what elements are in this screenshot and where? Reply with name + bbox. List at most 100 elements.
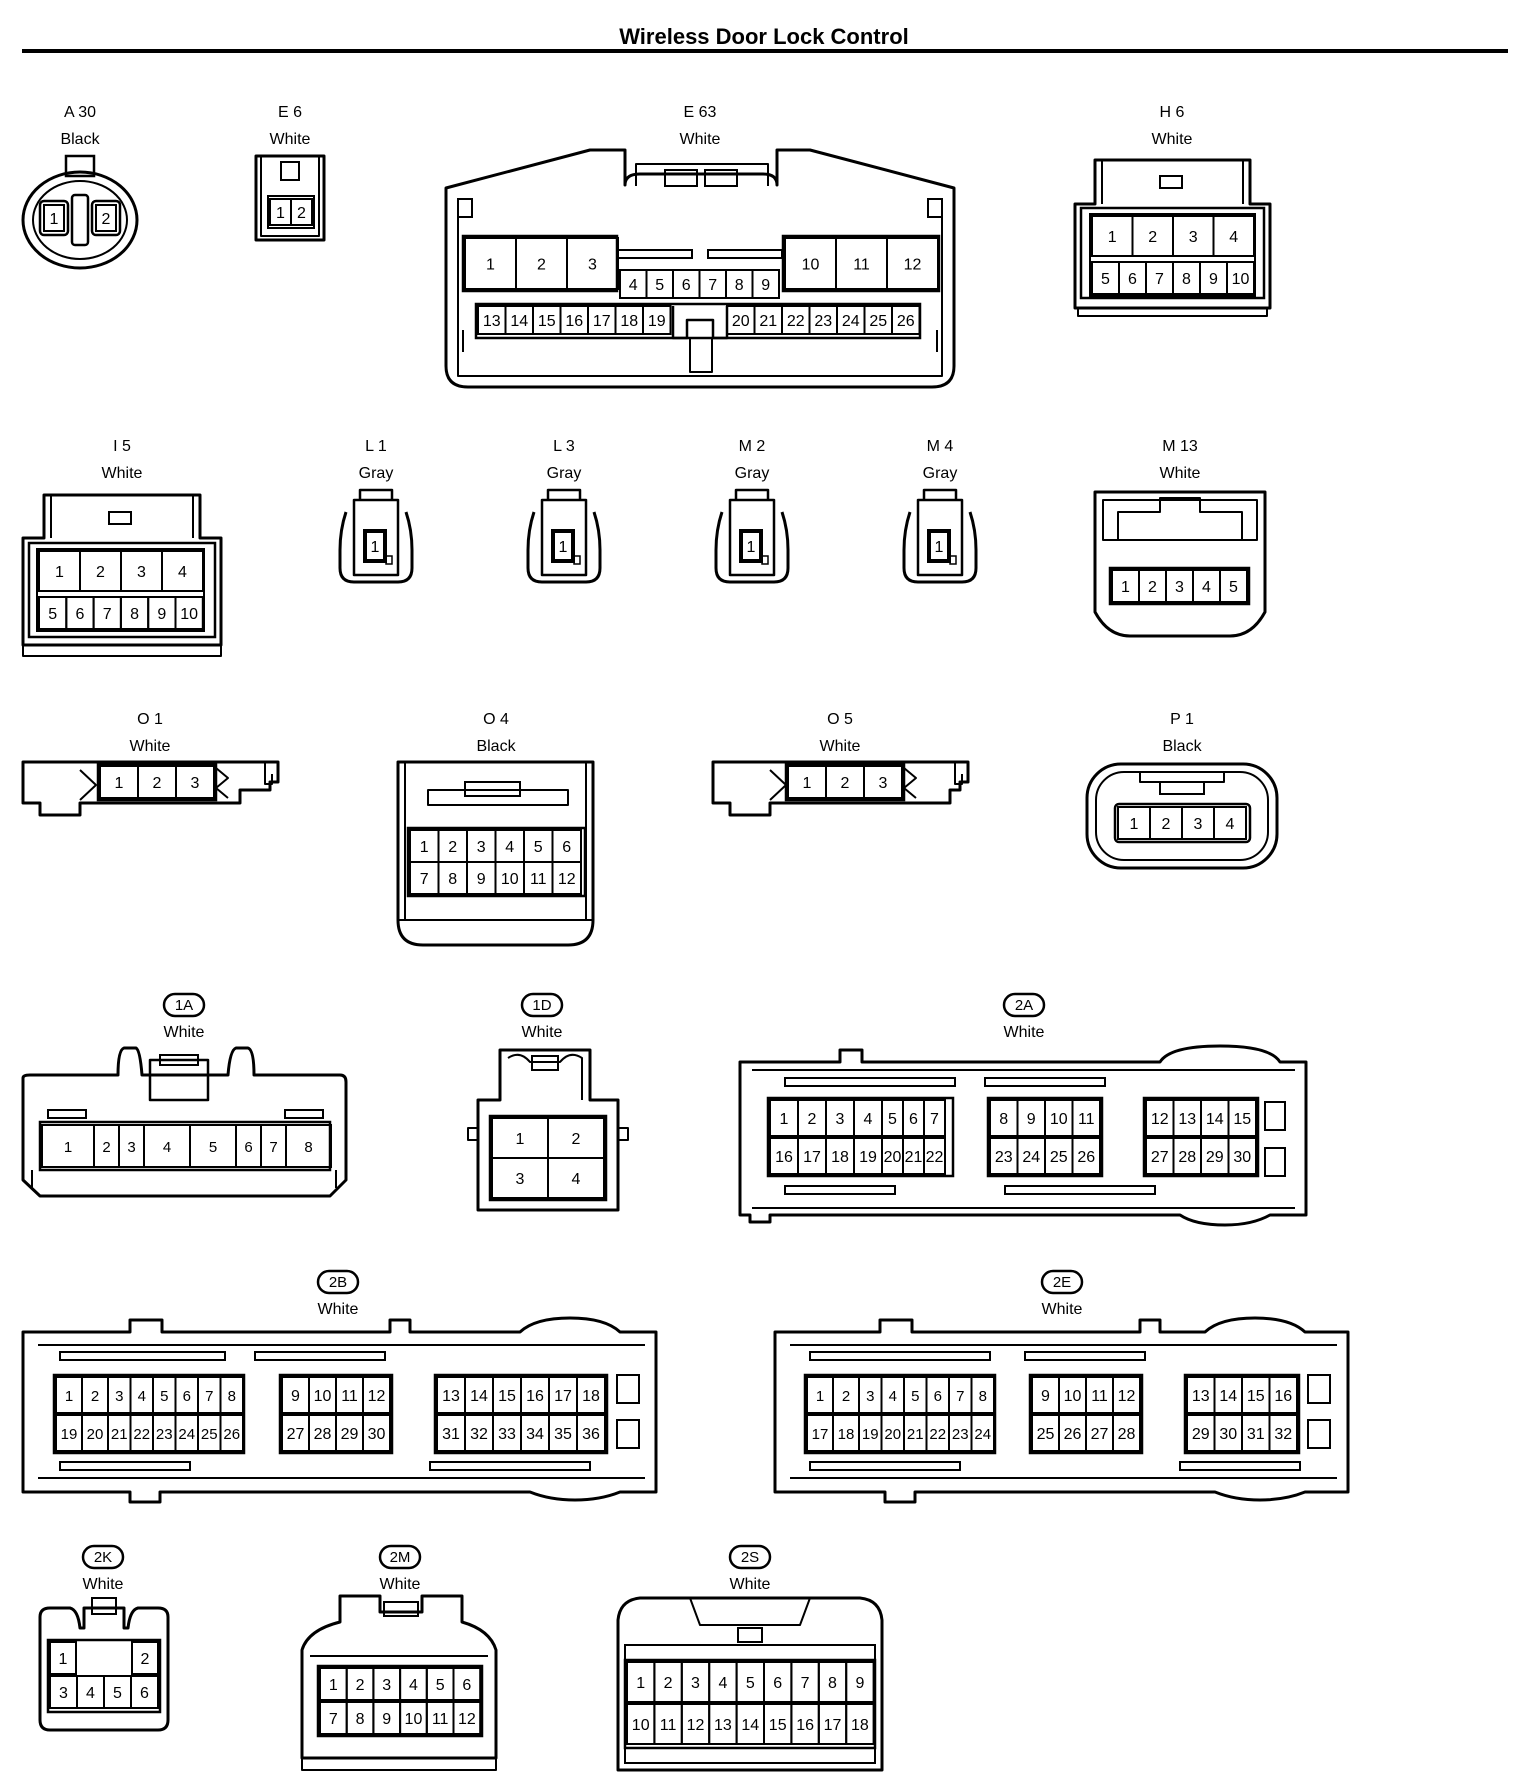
pin-cell [845,1661,875,1703]
housing-outline [1159,781,1205,795]
housing-outline [728,498,776,577]
pin-number: 2 [808,1111,817,1128]
pin-number: 13 [442,1388,460,1405]
pin-number: 21 [759,313,777,330]
pin-number: 4 [163,1139,171,1156]
pin-cell [751,269,780,299]
housing-outline [790,1344,1337,1479]
pin-number: 2 [841,775,850,792]
pin-number: 14 [470,1388,488,1405]
pin-cell [1112,1414,1141,1452]
pin-number: 7 [1155,271,1164,288]
pin-number: 25 [1037,1426,1055,1443]
connector-color: Black [60,131,100,148]
pin-number: 1 [747,539,756,556]
pin-number: 8 [130,606,139,623]
connector-color: White [680,131,721,148]
pin-cell [1268,1376,1298,1414]
pin-number: 10 [802,257,820,274]
pin-number: 3 [1194,816,1203,833]
housing-outline [406,826,587,898]
connector-color: White [820,738,861,755]
pin-number: 6 [934,1388,942,1405]
housing-outline [922,488,958,500]
housing-outline [769,769,787,801]
housing-outline [1108,566,1251,606]
pin-number: 1 [1121,579,1130,596]
housing-outline [316,1664,484,1738]
housing-outline [704,169,738,187]
pin-number: 10 [632,1717,650,1734]
housing-outline [737,1627,763,1643]
pin-number: 24 [974,1426,991,1443]
pin-number: 19 [859,1149,877,1166]
pin-number: 1 [115,775,124,792]
pin-number: 32 [1274,1426,1292,1443]
pin-number: 6 [909,1111,918,1128]
housing-outline [1024,1351,1146,1361]
pin-cell [970,1414,995,1452]
pin-number: 29 [1206,1149,1224,1166]
pin-number: 2 [356,1677,365,1694]
pin-number: 9 [1027,1111,1036,1128]
pin-number: 2 [1148,229,1157,246]
housing-outline [284,1109,324,1119]
pin-number: 3 [59,1685,68,1702]
housing-outline [59,1461,191,1471]
housing-outline [264,762,273,785]
pin-number: 2 [448,839,457,856]
pin-number: 5 [48,606,57,623]
housing-outline [32,180,128,260]
pin-number: 28 [314,1426,332,1443]
pin-number: 8 [735,277,744,294]
pin-number: 1 [935,539,944,556]
pin-number: 21 [907,1426,924,1443]
pin-cell [362,1376,391,1414]
pin-number: 5 [1101,271,1110,288]
housing-outline [1079,206,1266,300]
housing-outline [159,1054,199,1066]
housing-outline [301,1758,497,1771]
pin-number: 3 [866,1388,874,1405]
connector-code: O 5 [827,711,853,728]
housing-outline [278,1373,394,1455]
pin-number: 3 [127,1139,135,1156]
pin-cell [886,237,939,290]
pin-number: 7 [930,1111,939,1128]
housing-outline [903,767,917,799]
pin-number: 35 [554,1426,572,1443]
pin-number: 5 [655,277,664,294]
housing-outline [50,495,194,538]
pin-number: 3 [477,839,486,856]
housing-outline [148,1058,210,1102]
pin-number: 27 [287,1426,305,1443]
connector-color: Gray [923,465,958,482]
pin-cell [290,198,313,226]
connector-color: White [730,1576,771,1593]
pin-number: 2 [96,564,105,581]
pin-number: 1 [803,775,812,792]
pin-number: 8 [356,1711,365,1728]
housing-outline [531,1055,559,1071]
pin-number: 12 [458,1711,476,1728]
pin-number: 5 [160,1388,168,1405]
pin-number: 14 [1219,1388,1237,1405]
housing-outline [616,1374,640,1404]
housing-outline [21,760,280,817]
housing-outline [383,1601,419,1617]
pin-number: 26 [223,1426,240,1443]
pin-cell [576,1414,606,1452]
connector-color: White [1160,465,1201,482]
connector-code: O 1 [137,711,163,728]
pin-number: 7 [420,871,429,888]
connector-code: 2B [329,1274,347,1291]
housing-outline [300,1594,498,1760]
pin-cell [553,531,573,561]
